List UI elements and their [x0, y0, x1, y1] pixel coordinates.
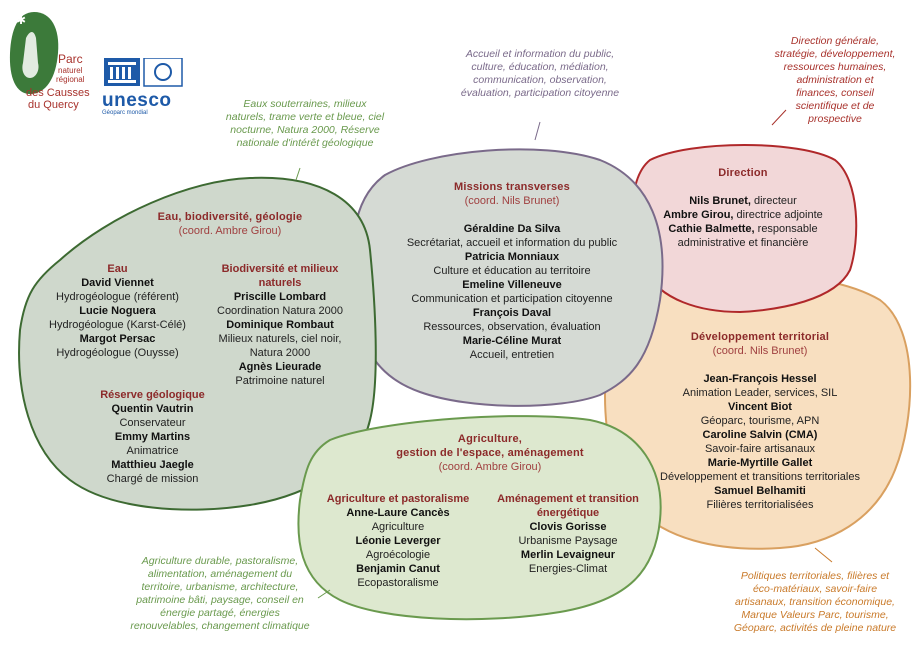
person-role: Communication et participation citoyenne: [411, 293, 613, 305]
note-missions: Accueil et information du public, cultur…: [460, 48, 620, 99]
person-name: Dominique Rombaut: [226, 319, 334, 331]
geoparc-label: Géoparc mondial: [102, 110, 148, 116]
direction-title: Direction: [718, 167, 768, 179]
direction-line: Cathie Balmette, responsable administrat…: [668, 223, 818, 249]
person-role: Chargé de mission: [106, 473, 199, 485]
person-role: Ecopastoralisme: [357, 577, 439, 589]
svg-text:✱: ✱: [16, 13, 26, 27]
bio-section: Biodiversité et milieux naturels Priscil…: [215, 262, 345, 388]
person-name: Agnès Lieurade: [238, 361, 322, 373]
unesco-emblem-icon: [104, 58, 183, 87]
person-name: Benjamin Canut: [356, 563, 440, 575]
person-name: Lucie Noguera: [79, 305, 156, 317]
amen-heading: Aménagement et transition énergétique: [497, 493, 639, 519]
person-name: Emeline Villeneuve: [462, 279, 562, 291]
note-eau: Eaux souterraines, milieux naturels, tra…: [225, 98, 385, 149]
developpement-section: Développement territorial (coord. Nils B…: [640, 330, 880, 512]
person-role: Accueil, entretien: [469, 349, 555, 361]
agriculture-header: Agriculture, gestion de l'espace, aménag…: [375, 432, 605, 474]
person-name: Margot Persac: [79, 333, 156, 345]
hand-icon: ✱: [9, 12, 59, 94]
person-name: David Viennet: [81, 277, 154, 289]
note-direction: Direction générale, stratégie, développe…: [774, 35, 896, 125]
developpement-title: Développement territorial: [690, 331, 830, 343]
person-role: Savoir-faire artisanaux: [704, 443, 816, 455]
note-agriculture: Agriculture durable, pastoralisme, alime…: [130, 555, 310, 632]
person-name: Priscille Lombard: [233, 291, 327, 303]
person-role: Urbanisme Paysage: [518, 535, 618, 547]
parc-label-3: régional: [56, 75, 85, 84]
parc-label-5: du Quercy: [28, 99, 79, 111]
person-role: Agroécologie: [365, 549, 431, 561]
person-role: Hydrogéologue (référent): [56, 291, 179, 303]
person-role: Animatrice: [126, 445, 179, 457]
person-name: Emmy Martins: [114, 431, 191, 443]
eau-coord: (coord. Ambre Girou): [178, 225, 282, 237]
reserve-heading: Réserve géologique: [100, 389, 205, 401]
person-role: Culture et éducation au territoire: [433, 265, 591, 277]
eau-title: Eau, biodiversité, géologie: [157, 211, 303, 223]
person-name: Marie-Myrtille Gallet: [707, 457, 813, 469]
eau-heading: Eau: [107, 263, 128, 275]
parc-label-4: des Causses: [26, 87, 90, 99]
agri-heading: Agriculture et pastoralisme: [326, 493, 470, 505]
person-name: Géraldine Da Silva: [463, 223, 561, 235]
eau-header: Eau, biodiversité, géologie (coord. Ambr…: [130, 210, 330, 238]
person-name: Anne-Laure Cancès: [346, 507, 450, 519]
agriculture-coord: (coord. Ambre Girou): [438, 461, 542, 473]
person-name: Patricia Monniaux: [464, 251, 560, 263]
person-role: Filières territorialisées: [706, 499, 814, 511]
person-role: Energies-Climat: [528, 563, 608, 575]
missions-title: Missions transverses: [454, 181, 570, 193]
person-role: Secrétariat, accueil et information du p…: [406, 237, 618, 249]
direction-line: Ambre Girou, directrice adjointe: [663, 209, 823, 221]
person-role: Hydrogéologue (Ouysse): [56, 347, 179, 359]
parc-label-2: naturel: [58, 66, 83, 75]
person-name: François Daval: [472, 307, 552, 319]
person-name: Marie-Céline Murat: [462, 335, 562, 347]
person-role: Animation Leader, services, SIL: [682, 387, 838, 399]
person-role: Hydrogéologue (Karst-Célé): [49, 319, 186, 331]
person-role: Ressources, observation, évaluation: [423, 321, 601, 333]
person-name: Quentin Vautrin: [111, 403, 194, 415]
person-name: Clovis Gorisse: [529, 521, 607, 533]
direction-line: Nils Brunet, directeur: [689, 195, 797, 207]
person-name: Jean-François Hessel: [703, 373, 817, 385]
person-role: Milieux naturels, ciel noir, Natura 2000: [218, 333, 342, 359]
developpement-coord: (coord. Nils Brunet): [712, 345, 808, 357]
parc-logo: ✱ Parc naturel régional des Causses du Q…: [6, 8, 96, 128]
person-role: Développement et transitions territorial…: [660, 471, 860, 483]
eau-section: Eau David Viennet Hydrogéologue (référen…: [30, 262, 205, 360]
missions-coord: (coord. Nils Brunet): [464, 195, 560, 207]
person-role: Patrimoine naturel: [235, 375, 325, 387]
person-name: Vincent Biot: [728, 401, 792, 413]
person-name: Matthieu Jaegle: [111, 459, 194, 471]
bio-heading: Biodiversité et milieux naturels: [221, 263, 339, 289]
person-name: Caroline Salvin (CMA): [702, 429, 818, 441]
missions-section: Missions transverses (coord. Nils Brunet…: [392, 180, 632, 362]
person-name: Léonie Leverger: [355, 535, 441, 547]
person-name: Merlin Levaigneur: [520, 549, 616, 561]
direction-section: Direction Nils Brunet, directeur Ambre G…: [648, 166, 838, 250]
note-developpement: Politiques territoriales, filières et éc…: [733, 570, 897, 634]
agriculture-title: Agriculture,: [457, 433, 523, 445]
person-name: Samuel Belhamiti: [714, 485, 806, 497]
person-role: Coordination Natura 2000: [217, 305, 343, 317]
person-role: Conservateur: [119, 417, 186, 429]
reserve-section: Réserve géologique Quentin Vautrin Conse…: [70, 388, 235, 486]
agri-section: Agriculture et pastoralisme Anne-Laure C…: [318, 492, 478, 590]
person-role: Agriculture: [371, 521, 425, 533]
blob-agriculture: [297, 415, 662, 621]
unesco-wordmark: unesco: [102, 90, 172, 111]
agriculture-subtitle: gestion de l'espace, aménagement: [396, 447, 584, 459]
parc-label: Parc: [58, 52, 83, 66]
person-role: Géoparc, tourisme, APN: [700, 415, 820, 427]
amen-section: Aménagement et transition énergétique Cl…: [488, 492, 648, 576]
